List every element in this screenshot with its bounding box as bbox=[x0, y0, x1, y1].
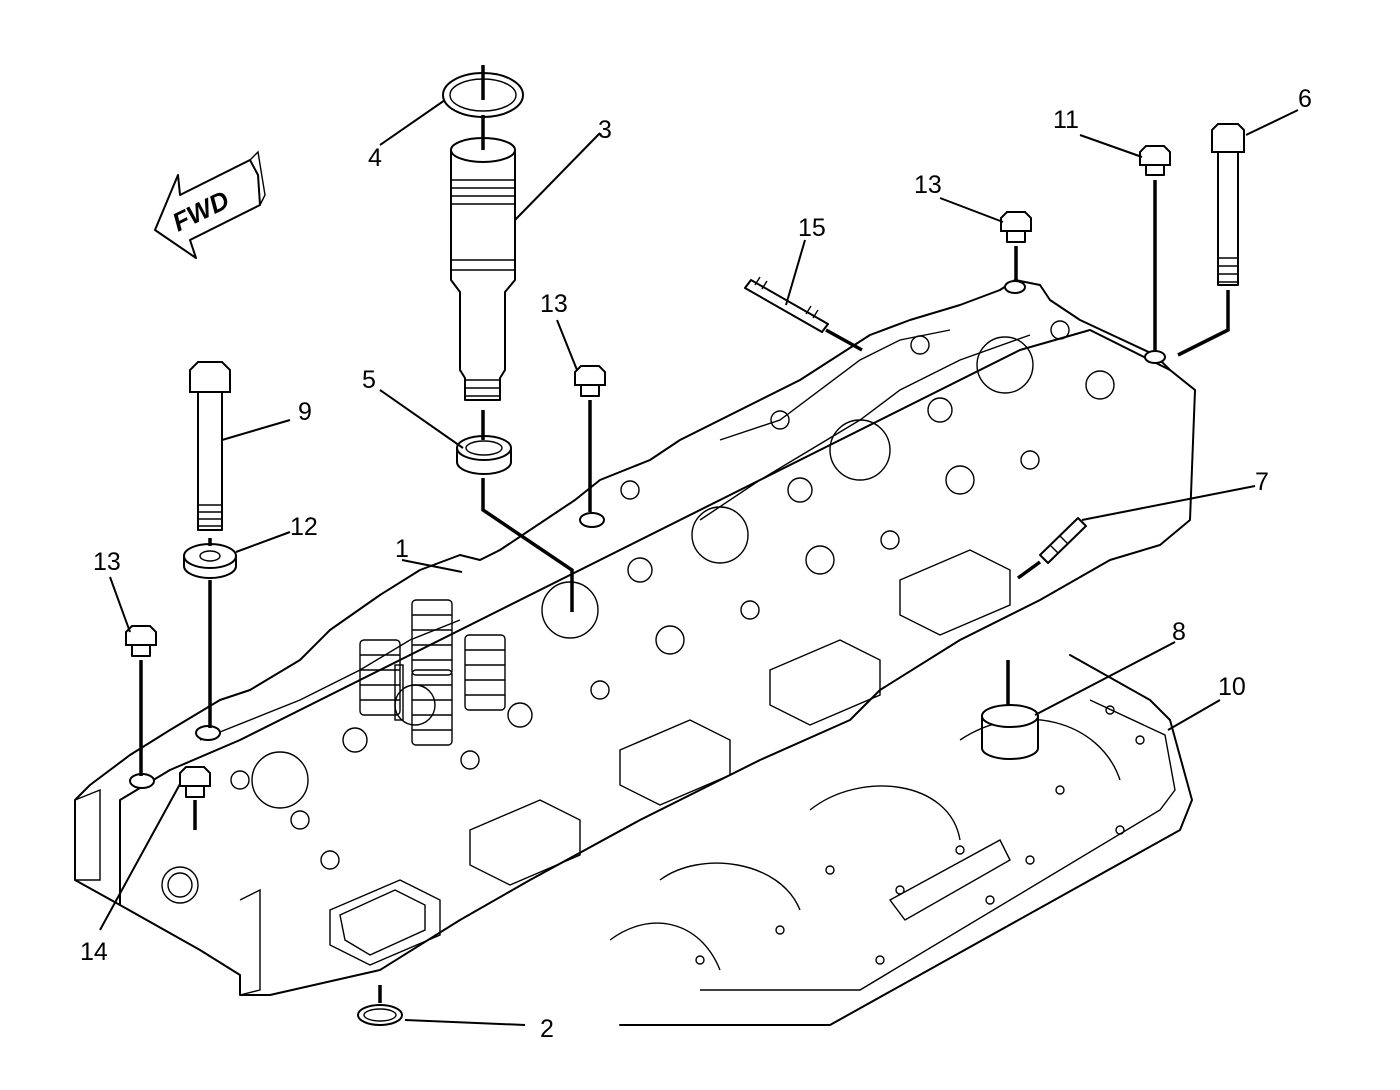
plug-13-left bbox=[125, 625, 157, 657]
callout-12: 12 bbox=[290, 513, 318, 541]
plug-11 bbox=[1139, 145, 1171, 176]
callout-3: 3 bbox=[598, 116, 612, 144]
callout-6: 6 bbox=[1298, 85, 1312, 113]
forward-direction-arrow: FWD bbox=[154, 150, 266, 259]
head-gasket bbox=[609, 654, 1193, 1026]
callout-1: 1 bbox=[395, 535, 409, 563]
callout-15: 15 bbox=[798, 214, 826, 242]
callout-10: 10 bbox=[1218, 673, 1246, 701]
head-bolt-long bbox=[189, 361, 231, 531]
callout-labels: 1 2 3 4 5 6 7 8 9 10 11 12 13 13 13 14 1… bbox=[80, 85, 1312, 1043]
stud-15 bbox=[744, 276, 829, 333]
cup-plug-8 bbox=[981, 704, 1039, 760]
plug-14 bbox=[179, 766, 211, 798]
callout-11: 11 bbox=[1053, 106, 1079, 134]
callout-2: 2 bbox=[540, 1015, 554, 1043]
dowel-7 bbox=[1039, 517, 1087, 564]
head-bolt-rear bbox=[1211, 123, 1245, 286]
callout-5: 5 bbox=[362, 366, 376, 394]
injector-seal-ring bbox=[456, 435, 512, 475]
leader-lines bbox=[99, 99, 1299, 1026]
callout-13-upper: 13 bbox=[914, 171, 942, 199]
callout-13-middle: 13 bbox=[540, 290, 568, 318]
callout-13-left: 13 bbox=[93, 548, 121, 576]
washer bbox=[183, 543, 237, 579]
callout-14: 14 bbox=[80, 938, 108, 966]
callout-4: 4 bbox=[368, 144, 382, 172]
plug-13-upper bbox=[1000, 211, 1032, 243]
valve-springs bbox=[359, 599, 506, 746]
cylinder-head bbox=[74, 279, 1196, 996]
forward-label: FWD bbox=[167, 184, 234, 237]
injector-sleeve bbox=[450, 137, 516, 401]
callout-7: 7 bbox=[1255, 468, 1269, 496]
plug-13-middle bbox=[574, 365, 606, 397]
callout-8: 8 bbox=[1172, 618, 1186, 646]
o-ring-lower bbox=[357, 1004, 403, 1026]
callout-9: 9 bbox=[298, 398, 312, 426]
assembly-lines bbox=[139, 65, 1230, 1003]
